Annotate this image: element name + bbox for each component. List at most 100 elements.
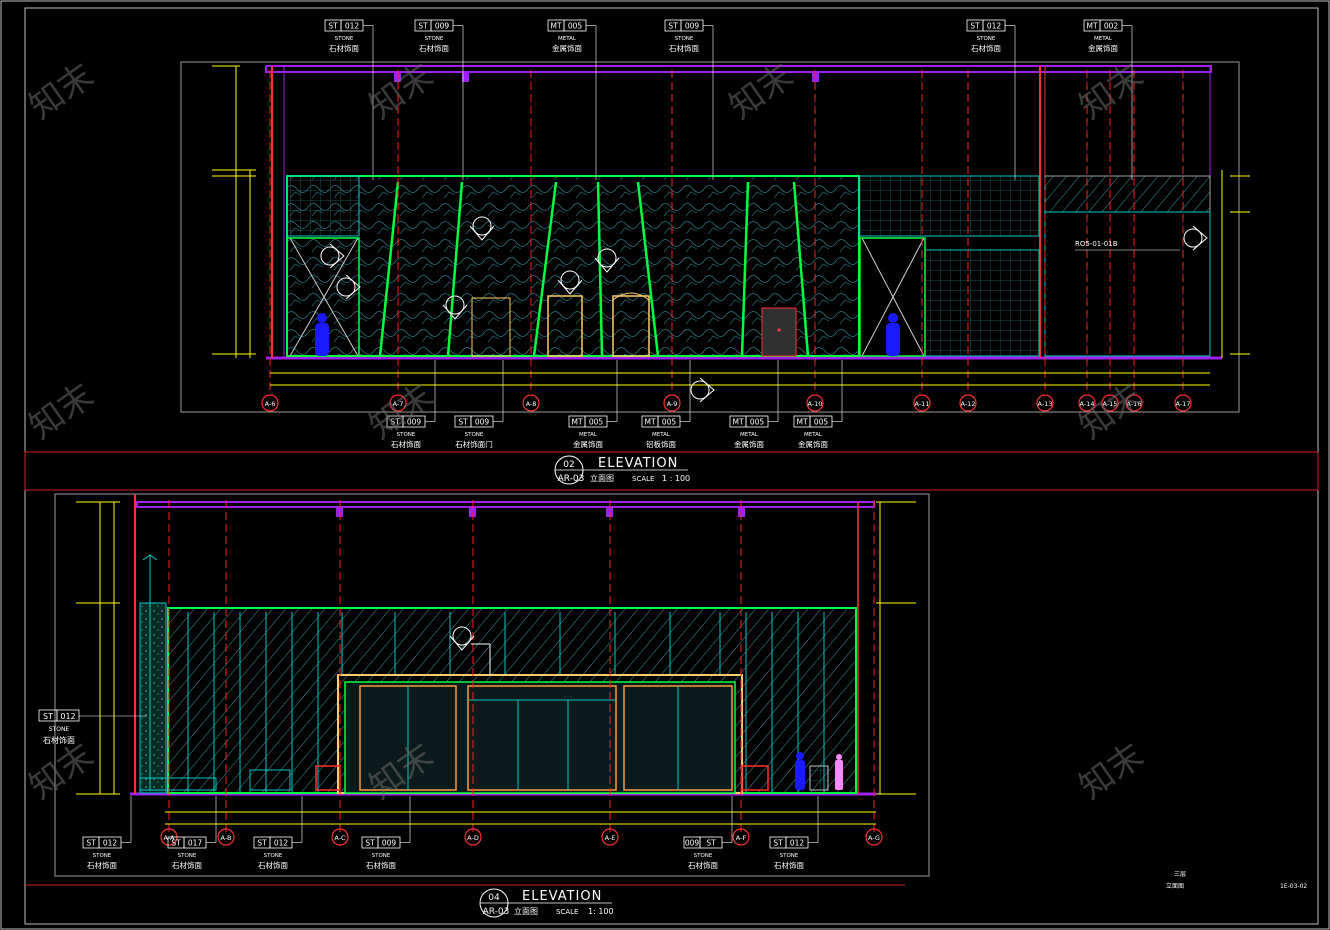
bottom-tag-en: STONE (694, 853, 713, 859)
svg-text:012: 012 (60, 712, 75, 721)
top-dimensions-left (212, 65, 1250, 358)
top-tag-low-code: ST (390, 418, 400, 427)
top-tag-code: ST (418, 22, 428, 31)
top-axis-bubble-label: A-16 (1127, 400, 1142, 408)
top-axis-bubble-label: A-14 (1080, 400, 1095, 408)
bottom-tag-number: 012 (103, 839, 118, 848)
elevation-top-viewport (180, 61, 1240, 413)
top-tag-number: 009 (685, 22, 700, 31)
watermark-text: 知末 (1072, 736, 1151, 808)
top-tag-number: 012 (345, 22, 360, 31)
bottom-tag-number: 012 (274, 839, 289, 848)
top-axis-bubble-label: A-6 (265, 400, 276, 408)
bottom-tag-code: 009 (685, 839, 700, 848)
bottom-tag-en: STONE (780, 853, 799, 859)
watermark-text: 知末 (22, 56, 101, 128)
title-block-project: 三层 (1174, 871, 1186, 878)
top-tag-low-number: 005 (662, 418, 677, 427)
top-tag-code: MT (1086, 22, 1097, 31)
top-tag-low-code: ST (458, 418, 468, 427)
bottom-tag-number: 009 (382, 839, 397, 848)
top-axis-bubble: A-7 (389, 394, 407, 412)
bottom-tag-en: STONE (93, 853, 112, 859)
top-grid-lines (269, 70, 1184, 392)
top-axis-bubble-label: A-13 (1038, 400, 1053, 408)
top-tag-cn: 金属饰面 (1088, 43, 1118, 53)
bottom-axis-bubble: A-E (601, 828, 619, 846)
bottom-scale-label: SCALE (556, 908, 578, 916)
top-tag-low-cn: 金属饰面 (734, 439, 764, 449)
top-tag-low-cn: 石材饰面门 (455, 439, 493, 449)
top-axis-bubble-label: A-10 (808, 400, 823, 408)
top-tag-low-code: MT (796, 418, 807, 427)
top-tag-code: ST (668, 22, 678, 31)
top-tag-low-code: MT (644, 418, 655, 427)
bottom-tag-number: 017 (188, 839, 203, 848)
top-tag-low-code: MT (571, 418, 582, 427)
top-tag-low-en: METAL (804, 432, 823, 438)
top-tag-low-cn: 金属饰面 (798, 439, 828, 449)
bottom-tag-code: ST (86, 839, 96, 848)
bottom-side-tag: ST 012 STONE 石材饰面 (38, 709, 147, 745)
top-tag-en: METAL (558, 36, 577, 42)
top-title-sheet: AR-03 (558, 474, 585, 484)
top-bulkhead (1044, 175, 1211, 213)
top-tag-low-number: 009 (475, 418, 490, 427)
top-axis-bubble: A-8 (522, 394, 540, 412)
bottom-tag-cn: 石材饰面 (172, 860, 202, 870)
top-ceiling (265, 65, 1212, 73)
watermark-text: 知末 (22, 736, 101, 808)
bottom-wall-panels (187, 612, 825, 792)
top-x-bays (289, 237, 925, 357)
top-axis-bubble: A-16 (1125, 394, 1143, 412)
bottom-section-callout (449, 626, 491, 675)
top-tag-low-cn: 金属饰面 (573, 439, 603, 449)
top-elevation-title: 02 AR-03 ELEVATION 立面图 SCALE 1 : 100 (554, 455, 690, 485)
top-door-1 (547, 295, 583, 357)
watermark-text: 知末 (22, 376, 101, 448)
svg-text:ST: ST (43, 712, 53, 721)
top-dimensions-bottom (270, 372, 1210, 386)
top-tag-cn: 石材饰面 (971, 43, 1001, 53)
top-tag-en: STONE (335, 36, 354, 42)
bottom-axis-bubble-label: A-G (868, 834, 880, 842)
top-glass-grid (924, 249, 1040, 357)
bottom-axis-bubble-label: A-C (334, 834, 346, 842)
top-axis-bubble: A-6 (261, 394, 279, 412)
top-tag-number: 002 (1104, 22, 1119, 31)
bottom-tag-code: ST (365, 839, 375, 848)
title-block: 三层 立面图 1E-03-02 (1166, 871, 1307, 890)
top-axis-bubble-label: A-11 (915, 400, 930, 408)
top-axis-bubble: A-15 (1101, 394, 1119, 412)
bottom-tag-code: ST (773, 839, 783, 848)
bottom-tag-code: ST (171, 839, 181, 848)
top-axis-bubble-label: A-8 (526, 400, 537, 408)
bottom-axis-bubble: A-D (464, 828, 482, 846)
top-title-band (24, 451, 1319, 491)
bottom-axis-bubble: A-C (331, 828, 349, 846)
bottom-tag-cn: 石材饰面 (774, 860, 804, 870)
watermark-text: 知末 (1072, 376, 1151, 448)
bottom-dimensions (76, 501, 916, 825)
top-tag-en: STONE (675, 36, 694, 42)
top-scale-label: SCALE (632, 475, 654, 483)
top-section-callouts (320, 216, 1208, 403)
top-tag-code: ST (328, 22, 338, 31)
top-angled-fins (378, 181, 810, 357)
top-title-cn: 立面图 (590, 473, 614, 483)
top-tag-cn: 石材饰面 (329, 43, 359, 53)
bottom-elevation-title: 04 AR-03 ELEVATION 立面图 SCALE 1: 100 (479, 888, 614, 918)
